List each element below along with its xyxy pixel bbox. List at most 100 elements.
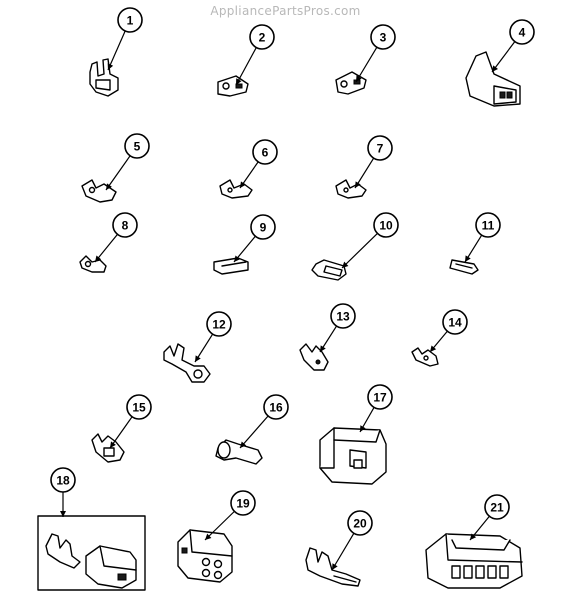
part-15-connector-part-icon[interactable] [91,433,125,463]
callout-15[interactable]: 15 [126,394,152,420]
callout-number: 5 [134,140,141,154]
callout-number: 11 [482,219,495,233]
leader-line-20 [331,533,355,571]
part-21-connector-part-icon[interactable] [425,533,523,589]
callout-circle [442,309,468,335]
part-1-connector-part-icon[interactable] [89,58,119,97]
callout-circle [367,384,393,410]
part-12-connector-part-icon[interactable] [163,343,211,383]
callout-circle [206,311,232,337]
callout-number: 3 [380,31,387,45]
part-10-connector-part-icon[interactable] [311,259,347,281]
callout-number: 17 [373,391,387,405]
part-20-connector-part-icon[interactable] [305,547,361,587]
callout-20[interactable]: 20 [347,510,373,536]
part-2-connector-part-icon[interactable] [217,75,249,97]
callout-number: 10 [379,219,393,233]
leader-line-19 [204,510,235,541]
callout-19[interactable]: 19 [230,490,256,516]
leader-line-4 [491,41,516,73]
callout-10[interactable]: 10 [373,212,399,238]
callout-number: 12 [212,318,226,332]
part-8-connector-part-icon[interactable] [79,255,107,273]
leader-arrow-8 [95,255,102,262]
callout-number: 8 [122,219,129,233]
callout-circle [330,303,356,329]
callout-circle [124,133,150,159]
leader-arrow-20 [332,563,338,570]
part-19-connector-part-icon[interactable] [177,529,233,583]
watermark: AppliancePartsPros.com [210,4,361,18]
callout-number: 14 [448,316,462,330]
leader-line-15 [109,416,133,449]
parts-layer [37,51,523,591]
leader-line-5 [105,155,131,191]
callout-circle [370,24,396,50]
part-13-connector-part-icon[interactable] [299,343,329,371]
part-6-connector-part-icon[interactable] [219,179,253,199]
leader-line-10 [341,232,378,269]
callout-circle [252,139,278,165]
part-11-connector-part-icon[interactable] [449,259,479,275]
part-5-connector-part-icon[interactable] [81,179,117,203]
callout-number: 9 [260,221,267,235]
callout-13[interactable]: 13 [330,303,356,329]
callout-circle [263,394,289,420]
callout-circle [126,394,152,420]
callout-8[interactable]: 8 [112,212,138,238]
callout-3[interactable]: 3 [370,24,396,50]
leader-arrow-4 [492,65,498,72]
leader-arrow-13 [320,345,326,352]
callout-6[interactable]: 6 [252,139,278,165]
part-16-connector-part-icon[interactable] [215,439,263,465]
callout-5[interactable]: 5 [124,133,150,159]
leader-arrow-19 [205,533,212,540]
leader-line-16 [239,415,269,449]
callout-16[interactable]: 16 [263,394,289,420]
callout-number: 16 [269,401,283,415]
leader-arrow-3 [356,75,362,82]
callout-number: 6 [262,146,269,160]
part-9-connector-part-icon[interactable] [213,257,249,275]
callout-2[interactable]: 2 [249,24,275,50]
callout-circle [117,7,143,33]
callout-18[interactable]: 18 [50,467,76,493]
callout-14[interactable]: 14 [442,309,468,335]
callout-9[interactable]: 9 [250,214,276,240]
callout-number: 1 [127,14,134,28]
callout-circle [112,212,138,238]
callout-1[interactable]: 1 [117,7,143,33]
callout-number: 4 [519,26,526,40]
part-3-connector-part-icon[interactable] [335,71,367,95]
callout-circle [373,212,399,238]
part-4-connector-part-icon[interactable] [465,51,521,107]
leader-lines-layer [60,30,516,571]
callout-number: 15 [132,401,146,415]
leader-arrow-2 [236,78,242,85]
leader-arrow-10 [342,261,349,268]
part-7-connector-part-icon[interactable] [335,179,367,199]
leader-arrow-6 [240,181,246,188]
part-14-connector-part-icon[interactable] [411,347,439,367]
callout-number: 21 [490,501,504,515]
callout-21[interactable]: 21 [484,494,510,520]
callout-circle [484,494,510,520]
leader-arrow-17 [360,425,366,432]
part-18-connector-part-icon[interactable] [37,515,146,591]
callout-12[interactable]: 12 [206,311,232,337]
callout-7[interactable]: 7 [367,135,393,161]
leader-arrow-16 [240,441,247,448]
callout-4[interactable]: 4 [509,19,535,45]
callout-11[interactable]: 11 [475,212,501,238]
callout-number: 20 [353,517,367,531]
callout-number: 18 [56,474,70,488]
leader-line-3 [355,46,378,83]
callout-number: 2 [259,31,266,45]
callout-circle [250,214,276,240]
callout-circle [50,467,76,493]
part-17-connector-part-icon[interactable] [319,427,387,485]
callout-17[interactable]: 17 [367,384,393,410]
callout-circle [347,510,373,536]
leader-arrow-14 [430,345,437,352]
leader-arrow-18 [60,511,66,517]
